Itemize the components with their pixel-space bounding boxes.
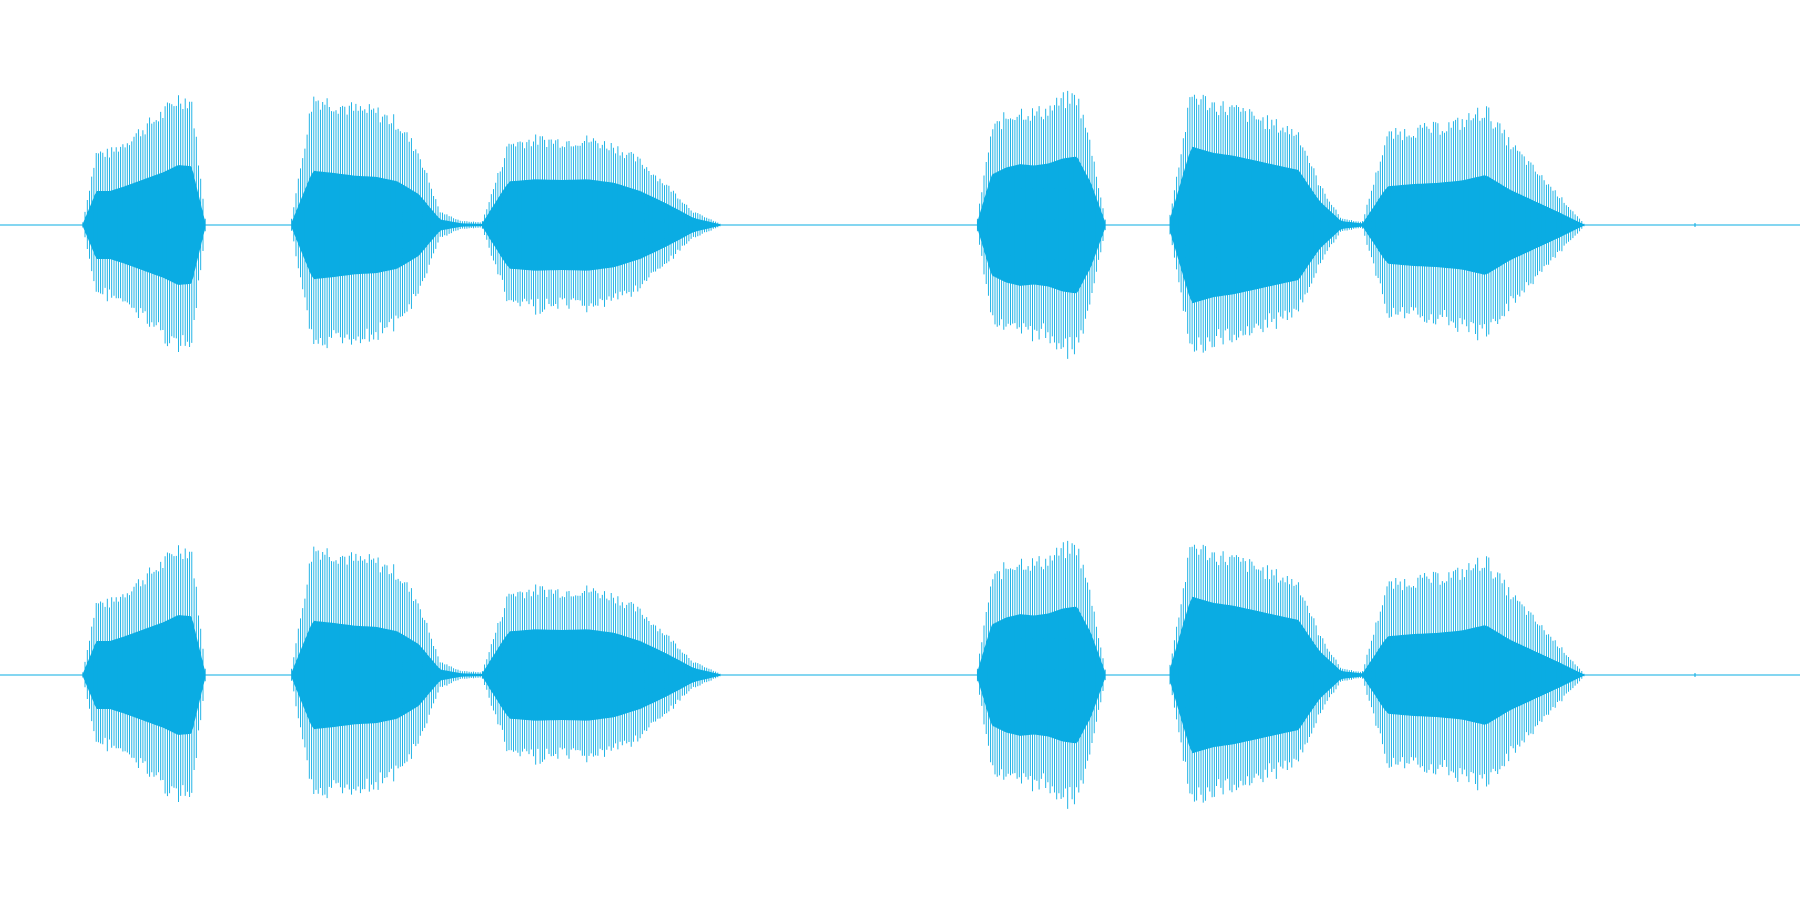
waveform-segment-5 — [1169, 94, 1364, 353]
waveform-segment-2 — [291, 546, 483, 799]
waveform-strokes — [976, 540, 1106, 809]
waveform-core — [482, 629, 720, 721]
waveform-strokes — [82, 545, 206, 802]
waveform-segment-4 — [976, 540, 1106, 809]
waveform-strokes — [291, 96, 483, 349]
waveform-channel-1-plot — [0, 90, 1800, 359]
waveform-strokes — [1362, 106, 1585, 341]
waveform-segment-1 — [82, 545, 206, 802]
waveform-core — [1170, 146, 1363, 304]
waveform-core — [482, 179, 720, 271]
waveform-segment-1 — [82, 95, 206, 352]
waveform-strokes — [1169, 94, 1364, 353]
waveform-segment-4 — [976, 90, 1106, 359]
waveform-strokes — [291, 546, 483, 799]
waveform-segment-5 — [1169, 544, 1364, 803]
waveform-channel-1 — [0, 90, 1800, 359]
waveform-strokes — [976, 90, 1106, 359]
waveform-strokes — [82, 95, 206, 352]
waveform-segment-6 — [1362, 106, 1585, 341]
waveform-channel-2 — [0, 450, 1800, 900]
waveform-strokes — [481, 584, 721, 765]
waveform-channel-2-plot — [0, 540, 1800, 809]
waveform-segment-2 — [291, 96, 483, 349]
waveform-core — [1170, 596, 1363, 754]
waveform-segment-3 — [481, 134, 721, 315]
waveform-strokes — [481, 134, 721, 315]
waveform-core — [82, 615, 206, 735]
waveform-strokes — [1362, 556, 1585, 791]
waveform-core — [82, 165, 206, 285]
waveform-segment-3 — [481, 584, 721, 765]
waveform-strokes — [1169, 544, 1364, 803]
waveform-segment-6 — [1362, 556, 1585, 791]
